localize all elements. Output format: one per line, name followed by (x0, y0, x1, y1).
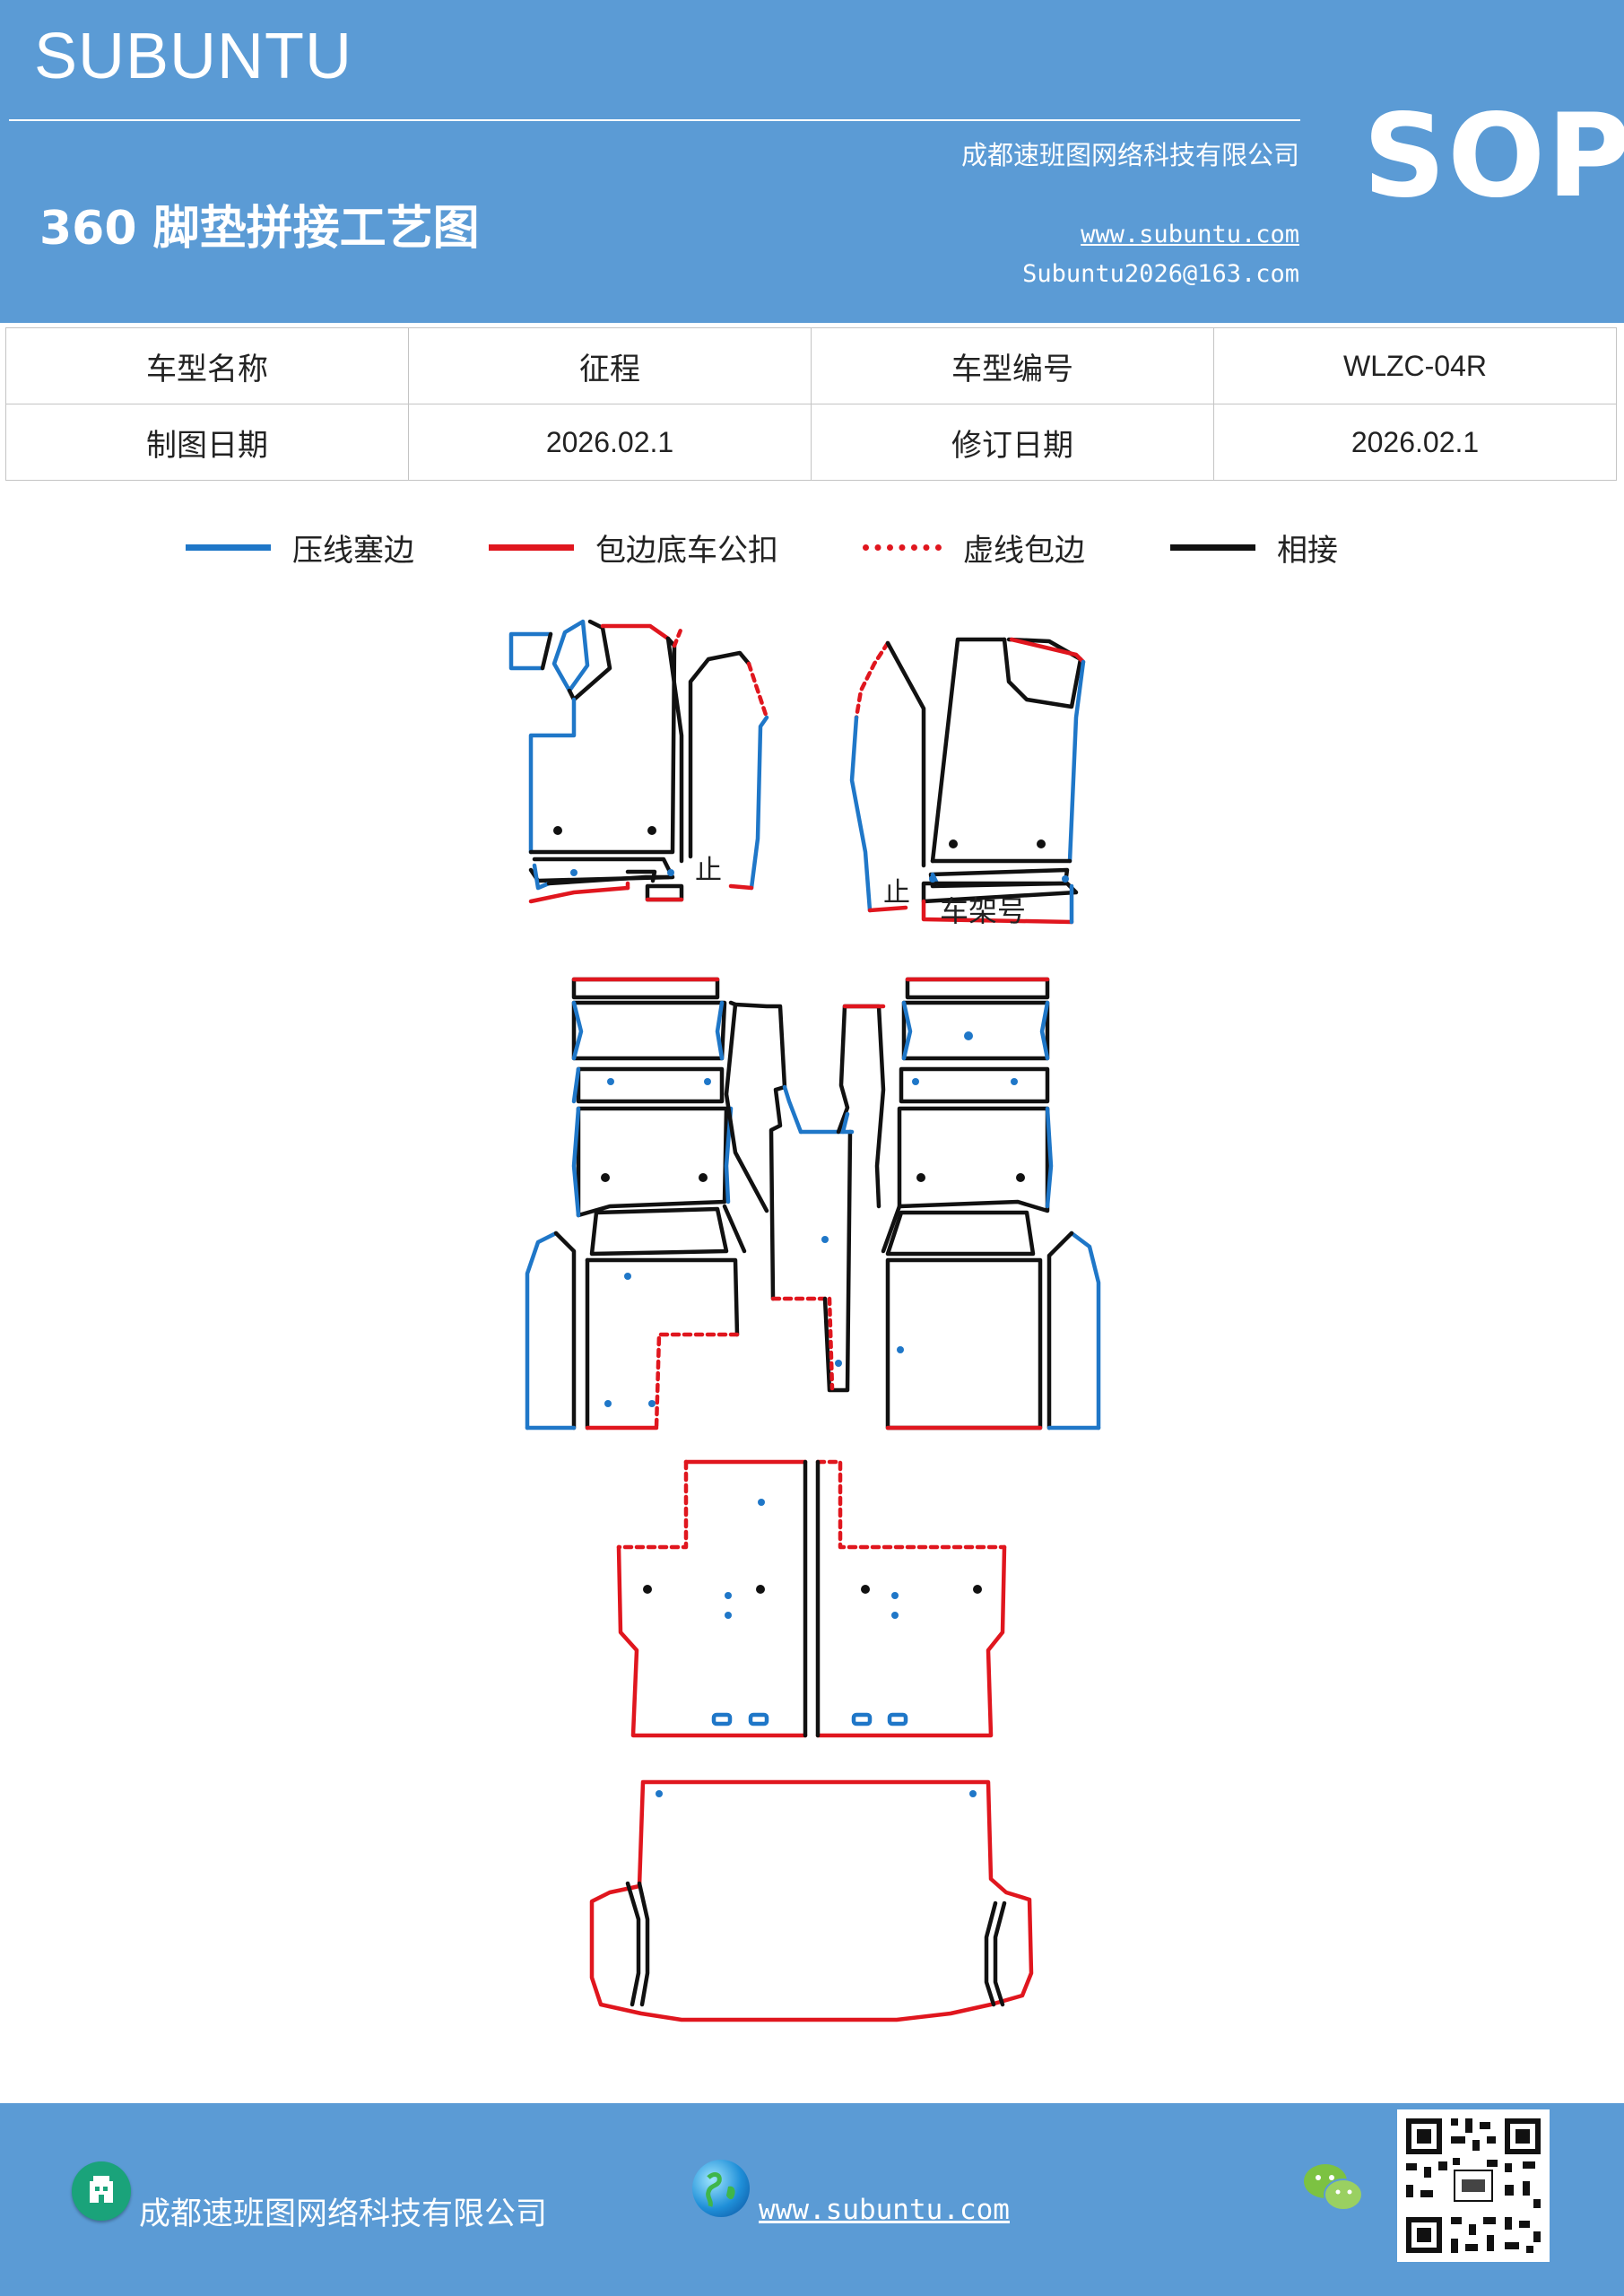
info-row-2: 制图日期 2026.02.1 修订日期 2026.02.1 (5, 404, 1617, 481)
mat-trunk (589, 1779, 1034, 2022)
mat-second-row-left (525, 977, 747, 1431)
mat-second-row-right (881, 977, 1101, 1431)
label-vin: 车架号 (940, 894, 1026, 928)
qr-code-glyph (1397, 2109, 1550, 2262)
header-company: 成都速班图网络科技有限公司 (960, 140, 1299, 170)
footer-website-link[interactable]: www.subuntu.com (759, 2194, 1010, 2226)
building-icon (72, 2161, 131, 2221)
building-icon-glyph (90, 2176, 113, 2203)
label-stop-right: 止 (883, 877, 910, 909)
header-website-link[interactable]: www.subuntu.com (1081, 221, 1299, 248)
mat-third-row-right (815, 1459, 1007, 1738)
info-row-1: 车型名称 征程 车型编号 WLZC-04R (5, 327, 1617, 404)
model-name-label: 车型名称 (5, 327, 409, 404)
globe-icon (692, 2160, 750, 2217)
legend-label: 相接 (1277, 532, 1338, 569)
qr-code[interactable] (1397, 2109, 1550, 2262)
model-code-value: WLZC-04R (1213, 327, 1617, 404)
legend-label: 压线塞边 (292, 532, 414, 569)
sop-badge: SOP (1363, 90, 1624, 223)
header-bar (0, 0, 1624, 323)
mat-third-row-left (616, 1459, 808, 1738)
revise-date-value: 2026.02.1 (1213, 404, 1617, 481)
legend-swatch-blue-solid (186, 544, 271, 551)
model-code-label: 车型编号 (811, 327, 1214, 404)
mat-centre-tunnel (724, 1000, 886, 1393)
label-stop-left: 止 (695, 855, 722, 886)
draw-date-value: 2026.02.1 (408, 404, 812, 481)
page-title: 360 脚垫拼接工艺图 (39, 202, 480, 256)
legend-swatch-black-solid (1170, 544, 1255, 551)
info-table: 车型名称 征程 车型编号 WLZC-04R 制图日期 2026.02.1 修订日… (5, 327, 1617, 481)
mat-front-left (508, 619, 769, 904)
legend-item-red: 包边底车公扣 (489, 525, 778, 570)
revise-date-label: 修订日期 (811, 404, 1214, 481)
mat-layout-drawing: 止 止 车架号 (508, 619, 1101, 2022)
legend-swatch-red-dotted (863, 544, 942, 551)
brand-logo-text: SUBUNTU (34, 21, 353, 92)
legend-label: 包边底车公扣 (595, 532, 778, 569)
legend-label: 虚线包边 (963, 532, 1085, 569)
mat-front-right (849, 637, 1086, 925)
model-name-value: 征程 (408, 327, 812, 404)
legend-item-red-dotted: 虚线包边 (863, 525, 1085, 570)
legend-item-black: 相接 (1170, 525, 1338, 570)
wechat-icon[interactable] (1302, 2161, 1365, 2215)
wechat-icon-glyph (1304, 2164, 1363, 2211)
globe-icon-glyph (706, 2172, 735, 2207)
header-divider (9, 119, 1300, 121)
header-email: Subuntu2026@163.com (1022, 260, 1299, 288)
legend-item-blue: 压线塞边 (186, 525, 414, 570)
draw-date-label: 制图日期 (5, 404, 409, 481)
legend-swatch-red-solid (489, 544, 574, 551)
footer-company: 成都速班图网络科技有限公司 (139, 2196, 548, 2232)
